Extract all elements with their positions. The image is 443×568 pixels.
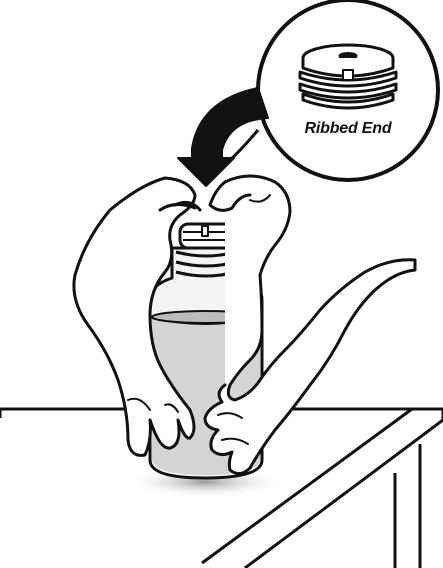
insert-arrow-icon bbox=[178, 88, 268, 186]
ribbed-adapter-icon bbox=[300, 45, 396, 108]
callout-label: Ribbed End bbox=[278, 120, 418, 138]
